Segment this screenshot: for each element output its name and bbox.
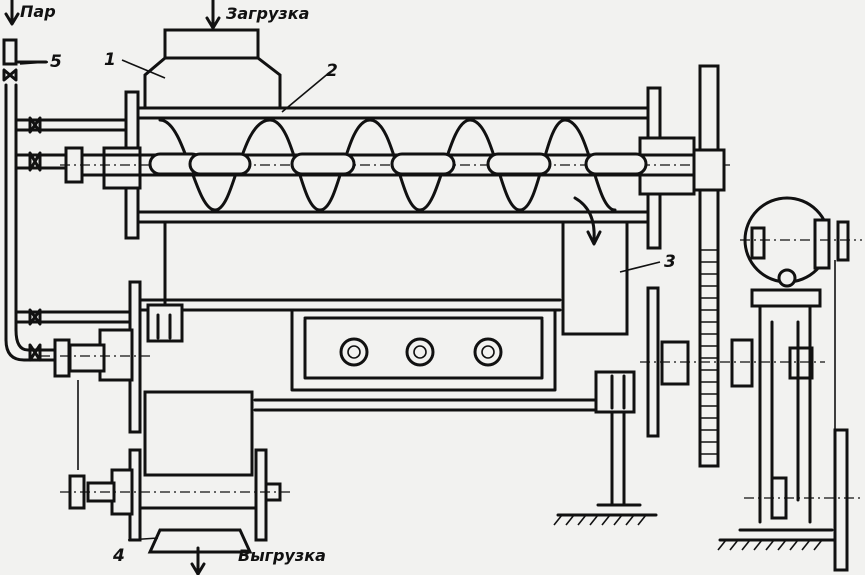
left-drive [40,280,150,470]
loading-label: Загрузка [225,4,309,23]
leader-lines [19,59,661,541]
steam-pipe [2,0,132,362]
callout-4: 4 [112,546,125,566]
callout-2: 2 [326,61,338,81]
callout-5: 5 [50,52,62,72]
callout-3: 3 [664,252,676,272]
lower-chamber [138,220,612,412]
unloading-label: Выгрузка [238,546,326,565]
unloading-drum [60,390,290,575]
support-post [553,370,658,526]
steam-label: Пар [20,2,56,21]
transfer-chute [561,196,629,336]
loading-hopper [143,0,282,110]
callout-1: 1 [104,50,116,70]
screw-flight [148,118,648,212]
right-drive [640,64,862,572]
